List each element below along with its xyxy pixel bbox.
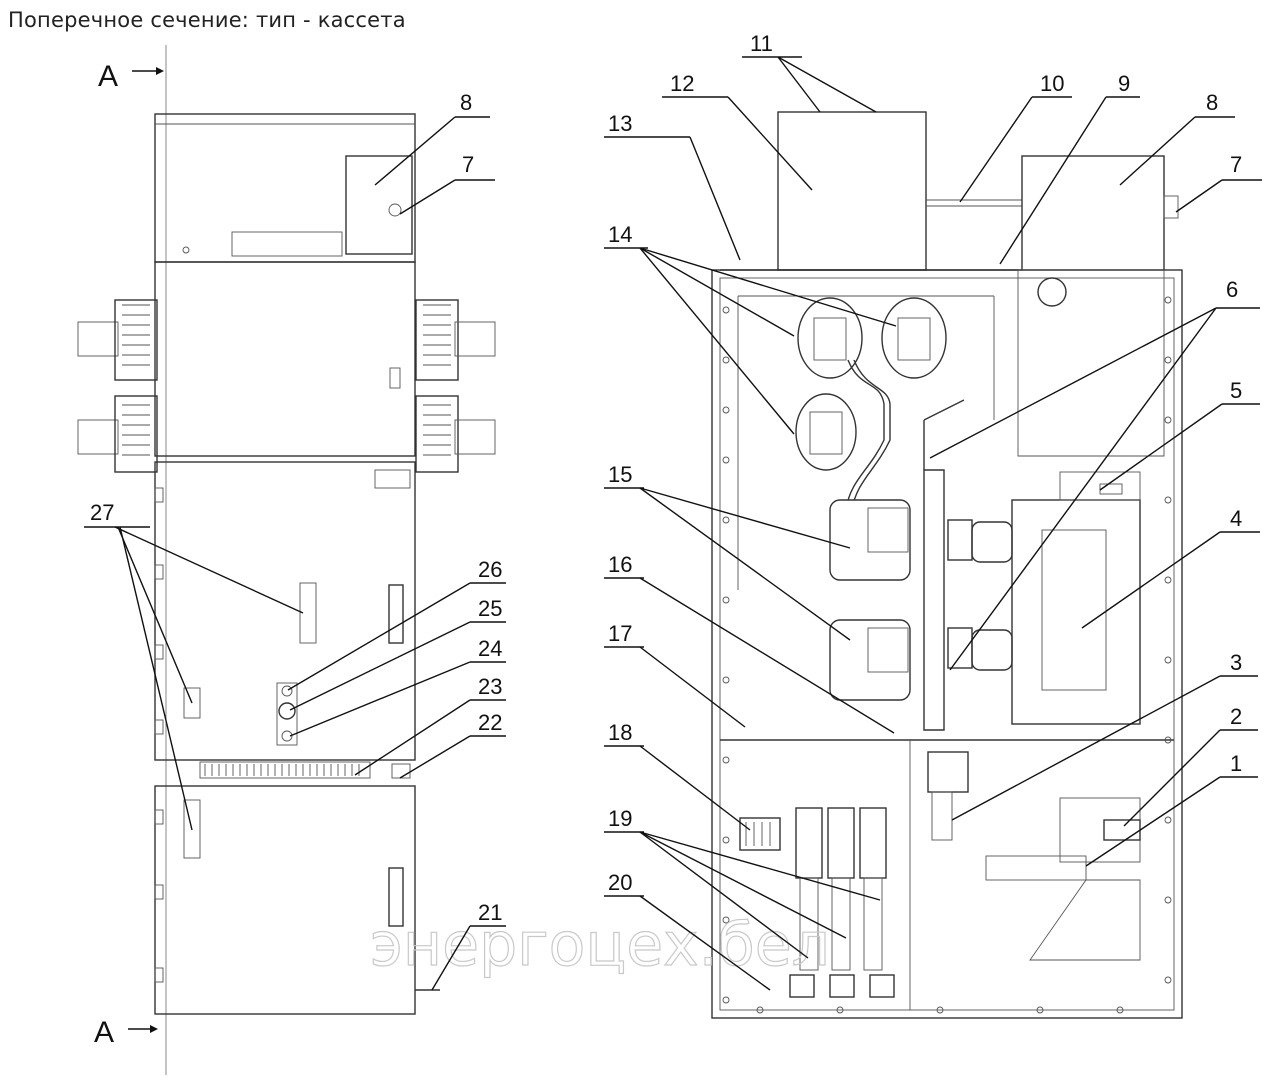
callout-6: 6 xyxy=(1226,277,1238,302)
callout-25: 25 xyxy=(478,596,502,621)
callout-3: 3 xyxy=(1230,650,1242,675)
callout-16: 16 xyxy=(608,552,632,577)
callout-7-left: 7 xyxy=(462,152,474,177)
callout-15: 15 xyxy=(608,462,632,487)
left-callouts: 8 7 27 26 25 24 23 22 21 xyxy=(84,90,506,991)
callout-21: 21 xyxy=(478,900,502,925)
right-callouts: 11 12 13 10 9 8 7 14 6 xyxy=(604,31,1262,991)
right-section-view xyxy=(711,111,1183,1019)
callout-8-right: 8 xyxy=(1206,90,1218,115)
callout-17: 17 xyxy=(608,621,632,646)
diagram-title: Поперечное сечение: тип - кассета xyxy=(8,8,406,32)
watermark: энергоцех.бел xyxy=(370,910,830,980)
section-line: A A xyxy=(94,45,167,1075)
callout-13: 13 xyxy=(608,111,632,136)
callout-27: 27 xyxy=(90,500,114,525)
callout-22: 22 xyxy=(478,710,502,735)
callout-5: 5 xyxy=(1230,378,1242,403)
callout-2: 2 xyxy=(1230,704,1242,729)
callout-18: 18 xyxy=(608,720,632,745)
callout-4: 4 xyxy=(1230,506,1242,531)
callout-19: 19 xyxy=(608,806,632,831)
callout-1: 1 xyxy=(1230,751,1242,776)
callout-23: 23 xyxy=(478,674,502,699)
callout-9: 9 xyxy=(1118,71,1130,96)
callout-12: 12 xyxy=(670,71,694,96)
callout-7-right: 7 xyxy=(1230,152,1242,177)
callout-24: 24 xyxy=(478,636,502,661)
callout-11: 11 xyxy=(750,31,773,56)
callout-20: 20 xyxy=(608,870,632,895)
callout-14: 14 xyxy=(608,222,632,247)
section-mark-bottom: A xyxy=(94,1016,114,1049)
callout-10: 10 xyxy=(1040,71,1064,96)
callout-8-left: 8 xyxy=(460,90,472,115)
left-front-view xyxy=(77,113,496,1015)
section-mark-top: A xyxy=(98,60,118,93)
callout-26: 26 xyxy=(478,557,502,582)
